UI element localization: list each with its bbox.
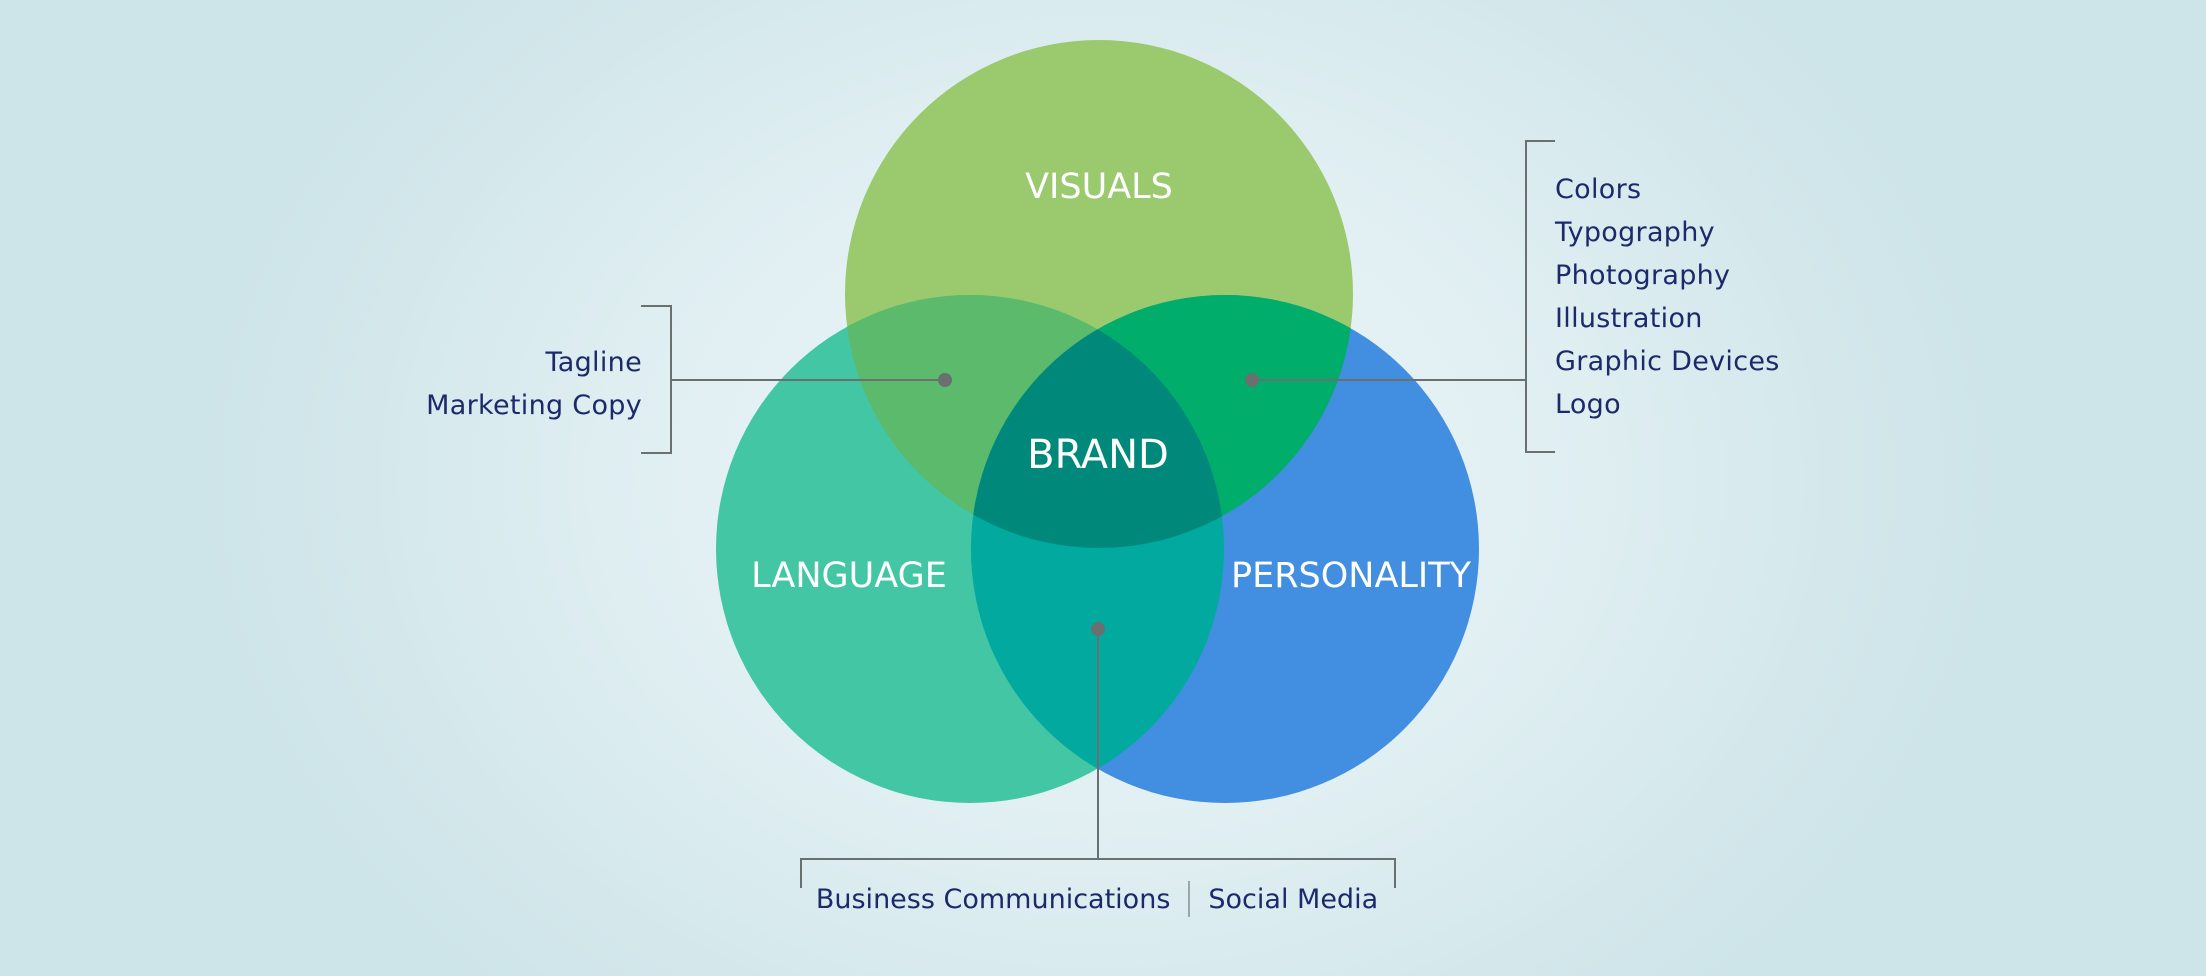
list-item: Typography	[1555, 217, 1715, 248]
visuals-personality-elements-list: Colors Typography Photography Illustrati…	[1555, 168, 1780, 426]
connector-dots	[938, 373, 1259, 636]
dot-language-personality	[1091, 622, 1105, 636]
list-item: Colors	[1555, 174, 1642, 205]
dot-visuals-personality	[1245, 373, 1259, 387]
dot-visuals-language	[938, 373, 952, 387]
list-item: Social Media	[1208, 883, 1379, 915]
list-item: Logo	[1555, 389, 1621, 420]
brand-label: BRAND	[1027, 432, 1169, 478]
list-item: Marketing Copy	[426, 390, 642, 421]
divider	[1188, 881, 1191, 917]
list-item: Photography	[1555, 260, 1731, 291]
language-label: LANGUAGE	[751, 556, 947, 596]
brand-center-overlap	[971, 295, 1224, 548]
left-bracket	[641, 305, 672, 454]
personality-label: PERSONALITY	[1231, 556, 1472, 596]
list-item: Business Communications	[815, 883, 1171, 915]
language-personality-elements-list: Business Communications Social Media	[800, 881, 1394, 917]
list-item: Tagline	[545, 347, 642, 378]
connector-lines	[641, 140, 1555, 888]
bottom-bracket	[800, 858, 1396, 888]
language-visuals-elements-list: Tagline Marketing Copy	[426, 341, 642, 427]
right-bracket	[1525, 140, 1555, 453]
list-item: Illustration	[1555, 303, 1703, 334]
list-item: Graphic Devices	[1555, 346, 1780, 377]
visuals-label: VISUALS	[1025, 167, 1173, 207]
